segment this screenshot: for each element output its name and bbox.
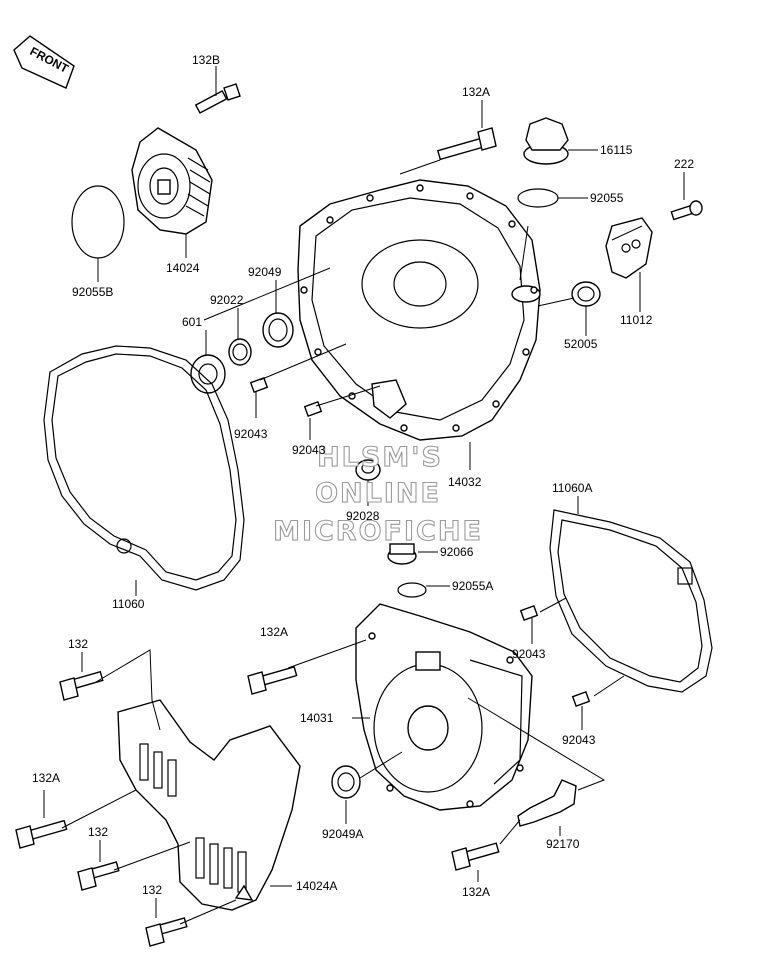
label-601: 601	[182, 315, 202, 329]
plug-92028	[355, 459, 381, 481]
bolt-132-c	[145, 917, 188, 947]
label-16115: 16115	[600, 143, 633, 157]
gasket-11060	[43, 345, 245, 591]
oil-seal-52005	[571, 281, 601, 307]
watermark-line-3: MICROFICHE	[273, 516, 483, 547]
oil-seal-92049	[262, 312, 294, 348]
label-52005: 52005	[564, 337, 598, 351]
plug-92066	[387, 543, 417, 565]
label-14024: 14024	[166, 261, 200, 275]
label-92049a: 92049A	[322, 827, 363, 841]
label-222: 222	[674, 157, 694, 171]
dowel-pin-92043-a	[249, 377, 269, 393]
part-labels: 132B 14024 92055B 132A 16115 92055 222 1…	[32, 53, 694, 899]
label-92043-b: 92043	[292, 443, 326, 457]
watermark-line-2: ONLINE	[315, 478, 441, 509]
water-pump-cover-14024	[131, 127, 213, 235]
label-92049: 92049	[248, 265, 282, 279]
bolt-132-a	[59, 670, 104, 701]
oring-92055b	[71, 185, 125, 259]
cover-plate-11012	[605, 217, 653, 279]
label-92066: 92066	[440, 545, 474, 559]
bolt-132a-left	[15, 819, 68, 849]
label-11012: 11012	[620, 313, 653, 327]
bolt-132a-top	[436, 127, 497, 161]
bolt-132a-mid	[247, 666, 298, 695]
dowel-pin-92043-b	[303, 401, 323, 417]
label-92055b: 92055B	[72, 285, 113, 299]
label-92043-d: 92043	[562, 733, 596, 747]
dowel-pin-92043-d	[571, 691, 591, 707]
label-14024a: 14024A	[296, 879, 337, 893]
generator-cover-14031	[355, 603, 533, 811]
clutch-cover-14032	[297, 179, 541, 441]
label-92043-c: 92043	[512, 647, 546, 661]
bolt-132-b	[77, 861, 120, 891]
label-92043-a: 92043	[234, 427, 268, 441]
label-11060: 11060	[112, 597, 145, 611]
label-92055a: 92055A	[452, 579, 493, 593]
sprocket-cover-14024a	[117, 699, 301, 911]
label-132a-left: 132A	[32, 771, 60, 785]
label-92170: 92170	[546, 837, 580, 851]
bolt-132a-bottom	[451, 842, 500, 871]
gasket-11060a	[549, 509, 713, 693]
label-92028: 92028	[346, 509, 380, 523]
ball-bearing-601	[190, 354, 226, 394]
screw-222	[670, 200, 703, 221]
dowel-pin-92043-c	[519, 605, 539, 621]
label-11060a: 11060A	[552, 481, 592, 495]
oring-92055a	[397, 582, 427, 598]
leader-lines	[43, 66, 685, 925]
label-132b: 132B	[192, 53, 220, 67]
oring-92055	[517, 188, 559, 208]
label-132a-mid: 132A	[260, 625, 288, 639]
bracket-92170	[517, 779, 577, 827]
oil-filler-cap-16115	[523, 117, 569, 165]
front-arrow-icon: FRONT	[13, 35, 75, 89]
label-14031: 14031	[300, 711, 334, 725]
label-92055: 92055	[590, 191, 624, 205]
label-92022: 92022	[210, 293, 244, 307]
oil-seal-92022	[228, 338, 252, 366]
label-132-c: 132	[142, 883, 162, 897]
label-14032: 14032	[448, 475, 482, 489]
watermark-line-1: HLSM'S	[317, 442, 443, 473]
label-132a-bottom: 132A	[462, 885, 490, 899]
label-132a-top: 132A	[462, 85, 490, 99]
bolt-132b	[194, 83, 241, 114]
label-132-b: 132	[88, 825, 108, 839]
watermark: HLSM'S ONLINE MICROFICHE	[273, 441, 483, 547]
oil-seal-92049a	[331, 765, 361, 799]
label-132-a: 132	[68, 637, 88, 651]
